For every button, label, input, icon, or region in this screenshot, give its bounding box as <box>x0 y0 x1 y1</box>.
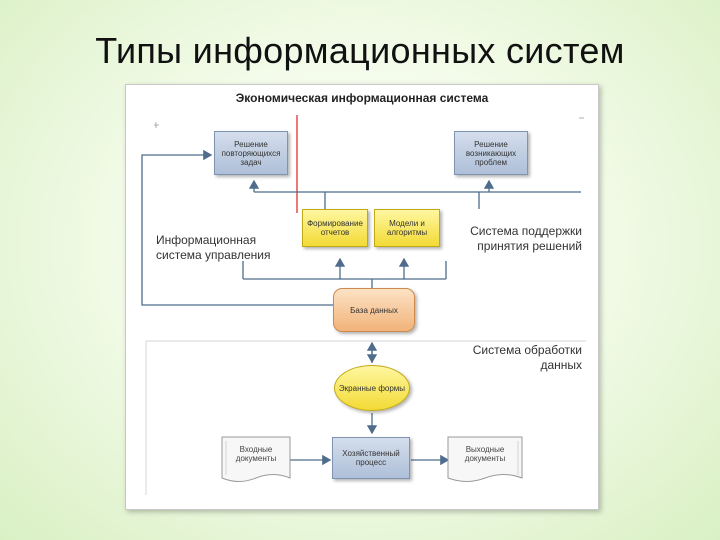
diagram-connectors <box>141 115 586 495</box>
database-box: База данных <box>333 288 415 332</box>
screen-forms-ellipse: Экранные формы <box>334 365 410 411</box>
slide-title: Типы информационных систем <box>95 30 625 71</box>
diagram-panel: Экономическая информационная система <box>125 84 599 510</box>
sppr-label: Система поддержки принятия решений <box>470 224 582 253</box>
recurring-tasks-box: Решение повторяющихся задач <box>214 131 288 175</box>
economic-process-box: Хозяйственный процесс <box>332 437 410 479</box>
emerging-problems-box: Решение возникающих проблем <box>454 131 528 175</box>
diagram-title: Экономическая информационная система <box>235 91 489 105</box>
output-docs-shape: Выходные документы <box>464 445 506 463</box>
input-docs-shape: Входные документы <box>235 445 277 463</box>
ius-label: Информационная система управления <box>156 233 271 262</box>
reports-box: Формирование отчетов <box>302 209 368 247</box>
models-box: Модели и алгоритмы <box>374 209 440 247</box>
sod-label: Система обработки данных <box>472 343 582 372</box>
